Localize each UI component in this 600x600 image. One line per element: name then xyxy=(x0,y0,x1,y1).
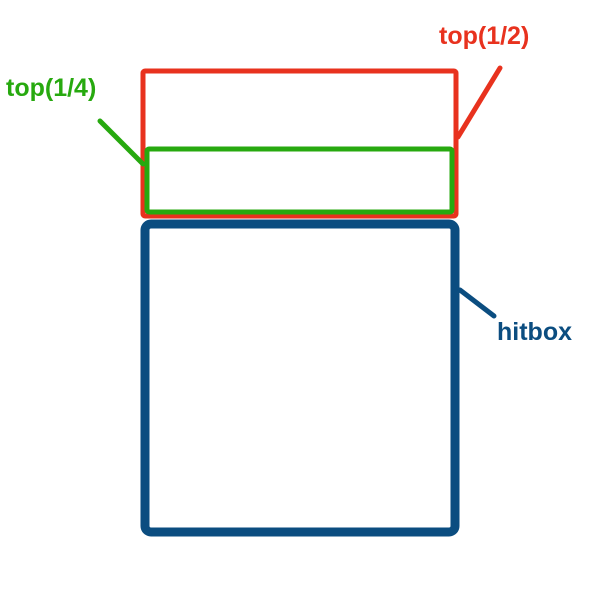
top-half-box xyxy=(140,68,459,219)
hitbox-leader-line xyxy=(457,287,497,319)
hitbox-label: hitbox xyxy=(497,318,572,346)
top-half-label: top(1/2) xyxy=(439,22,529,50)
top-quarter-label: top(1/4) xyxy=(6,74,96,102)
hitbox-box xyxy=(140,219,460,537)
top-quarter-box xyxy=(144,146,455,215)
top-quarter-leader-line xyxy=(97,118,146,167)
top-half-leader-line xyxy=(455,65,503,140)
